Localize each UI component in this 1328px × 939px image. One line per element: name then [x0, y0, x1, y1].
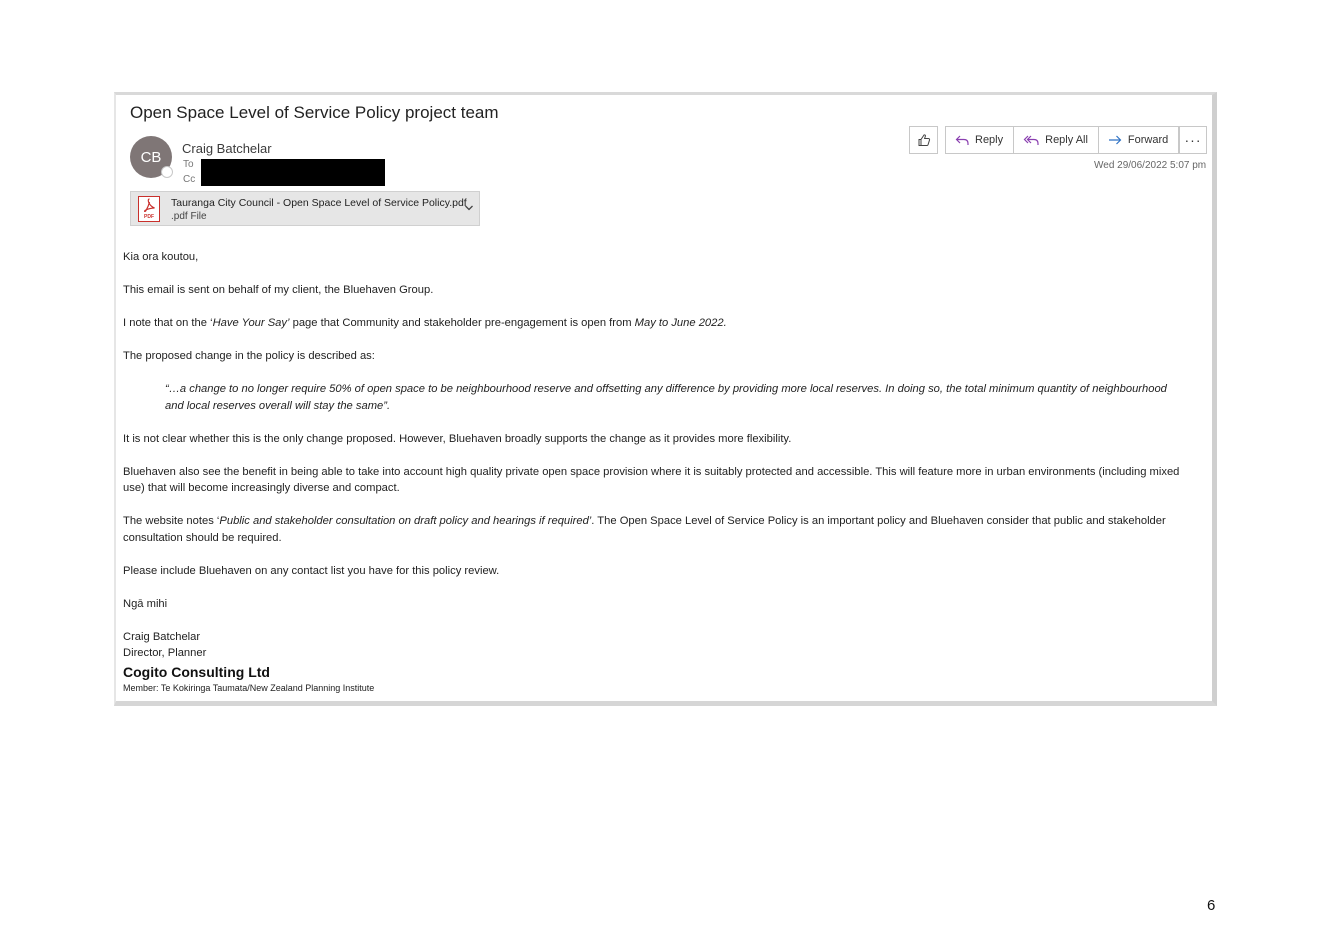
- email-reading-pane: Open Space Level of Service Policy proje…: [114, 92, 1217, 706]
- reply-all-arrow-icon: [1023, 135, 1039, 145]
- sender-name[interactable]: Craig Batchelar: [182, 141, 272, 156]
- attachment-filename: Tauranga City Council - Open Space Level…: [171, 197, 467, 209]
- reply-actions-group: Reply Reply All Forward: [945, 126, 1180, 154]
- body-closing: Ngā mihi: [123, 597, 168, 610]
- forward-button-label: Forward: [1127, 134, 1169, 146]
- pdf-icon-label: PDF: [144, 214, 154, 220]
- p6-text-a: The website notes ‘: [123, 515, 220, 527]
- more-actions-button[interactable]: ···: [1179, 126, 1207, 154]
- thumbs-up-icon: [918, 134, 930, 146]
- p6-website-quote: Public and stakeholder consultation on d…: [219, 515, 592, 527]
- p2-have-your-say: Have Your Say’: [212, 317, 290, 329]
- p2-dates: May to June 2022.: [634, 317, 727, 329]
- forward-arrow-icon: [1108, 135, 1122, 145]
- avatar-initials: CB: [140, 148, 162, 166]
- sent-timestamp: Wed 29/06/2022 5:07 pm: [1094, 160, 1207, 171]
- signature-membership: Member: Te Kokiringa Taumata/New Zealand…: [123, 682, 375, 693]
- p2-text-c: page that Community and stakeholder pre-…: [289, 317, 635, 329]
- reply-all-button-label: Reply All: [1045, 134, 1088, 146]
- acrobat-icon: [143, 198, 155, 212]
- body-paragraph-3: The proposed change in the policy is des…: [123, 350, 375, 362]
- attachment-filetype: .pdf File: [171, 211, 207, 222]
- more-icon: ···: [1184, 132, 1202, 148]
- body-paragraph-4: It is not clear whether this is the only…: [123, 432, 792, 445]
- body-paragraph-2: I note that on the ‘Have Your Say’ page …: [123, 315, 1183, 332]
- cc-label: Cc: [183, 174, 196, 185]
- email-subject: Open Space Level of Service Policy proje…: [130, 103, 499, 122]
- like-button[interactable]: [909, 126, 938, 154]
- redacted-recipients: [201, 159, 385, 186]
- chevron-down-icon[interactable]: [464, 203, 474, 213]
- body-greeting: Kia ora koutou,: [123, 251, 199, 263]
- body-paragraph-7: Please include Bluehaven on any contact …: [123, 564, 500, 577]
- body-paragraph-1: This email is sent on behalf of my clien…: [123, 284, 434, 296]
- email-body: Kia ora koutou, This email is sent on be…: [123, 249, 1183, 695]
- to-label: To: [183, 159, 194, 170]
- reply-all-button[interactable]: Reply All: [1013, 126, 1098, 154]
- signature-company: Cogito Consulting Ltd: [123, 663, 270, 680]
- forward-button[interactable]: Forward: [1097, 126, 1180, 154]
- pdf-file-icon: PDF: [138, 196, 160, 222]
- body-paragraph-6: The website notes ‘Public and stakeholde…: [123, 513, 1183, 546]
- page-number: 6: [1207, 897, 1216, 914]
- p2-text-a: I note that on the ‘: [123, 317, 213, 329]
- p6-text-c: . The Open Space Level of Service Policy…: [123, 515, 1166, 544]
- reply-arrow-icon: [955, 135, 969, 145]
- reply-button[interactable]: Reply: [945, 126, 1014, 154]
- presence-status-icon: [161, 166, 173, 178]
- attachment-card[interactable]: PDF Tauranga City Council - Open Space L…: [130, 191, 480, 226]
- signature-title: Director, Planner: [123, 647, 207, 659]
- signature-name: Craig Batchelar: [123, 630, 201, 643]
- reply-button-label: Reply: [975, 134, 1004, 146]
- sender-avatar[interactable]: CB: [130, 136, 172, 178]
- body-quote: “…a change to no longer require 50% of o…: [165, 383, 1167, 412]
- body-paragraph-5: Bluehaven also see the benefit in being …: [123, 465, 1180, 495]
